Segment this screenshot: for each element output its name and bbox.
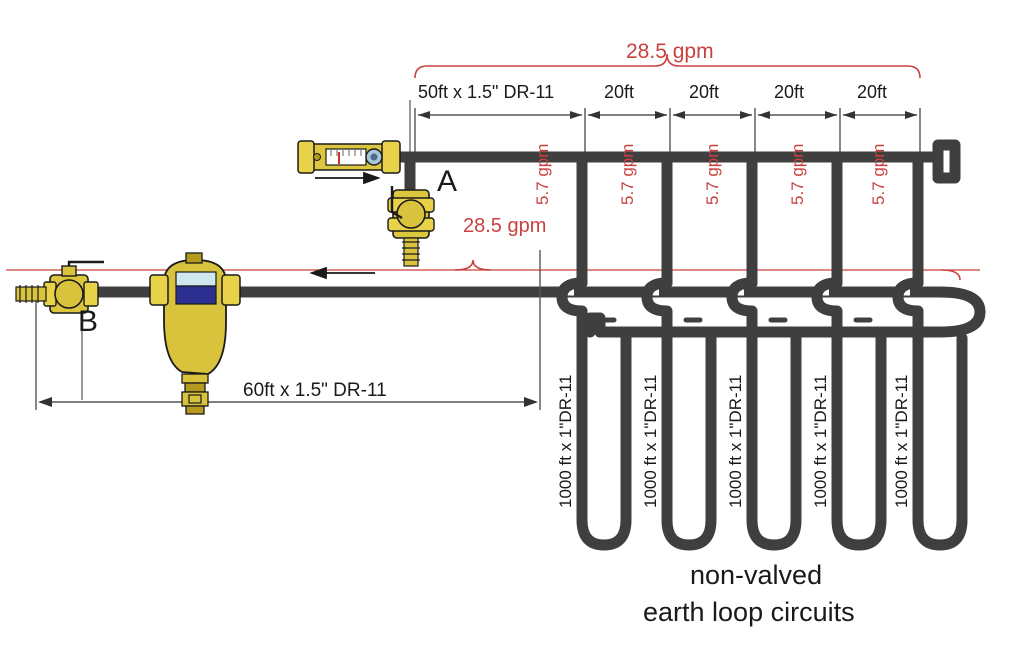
supply-run-dimension — [35, 250, 541, 410]
dim-label-segment-4: 20ft — [857, 82, 888, 102]
circuit-length-label-1: 1000 ft x 1"DR-11 — [641, 374, 660, 508]
earth-loop-circuits — [576, 332, 968, 551]
top-flow-label: 28.5 gpm — [626, 40, 714, 63]
supply-run-dimension-arrows — [38, 397, 538, 407]
dim-label-segment-1: 20ft — [604, 82, 635, 102]
circuit-flow-label-1: 5.7 gpm — [618, 143, 637, 205]
caption-line-1: non-valved — [690, 560, 823, 590]
return-flow-label: 28.5 gpm — [463, 215, 547, 237]
header-dimension-line — [414, 108, 921, 155]
circuit-length-label-2: 1000 ft x 1"DR-11 — [726, 374, 745, 508]
callout-point-b: B — [78, 305, 99, 338]
flow-meter[interactable] — [297, 140, 401, 174]
dim-label-segment-2: 20ft — [689, 82, 720, 102]
callout-point-a: A — [437, 165, 458, 198]
dim-label-segment-3: 20ft — [774, 82, 805, 102]
pipe-crossovers-top — [556, 277, 924, 303]
dim-label-segment-0: 50ft x 1.5" DR-11 — [418, 82, 555, 102]
header-dimension-arrows — [418, 111, 917, 119]
circuit-flow-label-4: 5.7 gpm — [869, 143, 888, 205]
supply-run-label: 60ft x 1.5" DR-11 — [243, 380, 387, 401]
circuit-length-label-0: 1000 ft x 1"DR-11 — [556, 374, 575, 508]
circuit-length-label-4: 1000 ft x 1"DR-11 — [892, 374, 911, 508]
circuit-flow-label-2: 5.7 gpm — [703, 143, 722, 205]
callout-leaders — [81, 100, 411, 400]
flow-arrow-return — [309, 266, 375, 280]
purge-valve-a[interactable] — [387, 186, 435, 267]
dirt-air-separator[interactable] — [149, 252, 241, 415]
circuit-length-label-3: 1000 ft x 1"DR-11 — [811, 374, 830, 508]
purge-valve-b[interactable] — [15, 260, 104, 314]
return-flow-brace — [454, 259, 492, 271]
caption-line-2: earth loop circuits — [643, 597, 855, 627]
hose-barb-a — [402, 237, 420, 267]
circuit-flow-label-0: 5.7 gpm — [533, 143, 552, 205]
top-flow-brace — [414, 53, 921, 79]
hose-barb-b — [15, 285, 47, 303]
return-flow-hook — [941, 269, 961, 281]
circuit-flow-label-3: 5.7 gpm — [788, 143, 807, 205]
flow-arrow-meter — [315, 171, 381, 185]
